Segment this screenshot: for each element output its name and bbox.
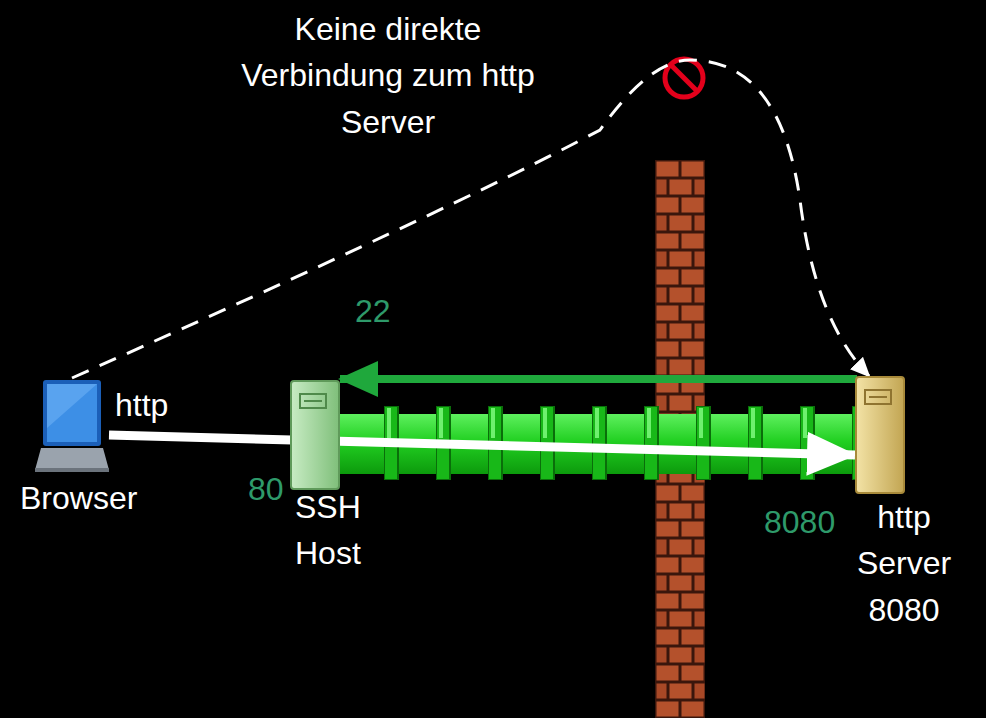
port-number: 8080 — [764, 503, 835, 541]
client-laptop: Browser — [15, 375, 205, 521]
port-number: 80 — [248, 470, 284, 508]
http-arrow — [109, 435, 855, 455]
edge-label: Keine direkte Verbindung zum http Server — [228, 6, 548, 145]
ssh-port-arrow — [340, 375, 857, 383]
http-server: http Server 8080 — [828, 376, 980, 633]
node-label: Browser — [20, 475, 200, 521]
node-label: http Server 8080 — [828, 494, 980, 633]
edge-label: http — [115, 386, 168, 424]
http-icon — [855, 376, 905, 494]
edge-label: 22 — [355, 292, 391, 330]
prohibited-sign — [665, 59, 703, 97]
ssh-icon — [290, 380, 340, 490]
laptop-icon — [35, 378, 109, 472]
ssh-host: SSH Host — [285, 380, 400, 577]
node-label: SSH Host — [295, 484, 395, 577]
blocked-direct-path — [72, 60, 869, 378]
